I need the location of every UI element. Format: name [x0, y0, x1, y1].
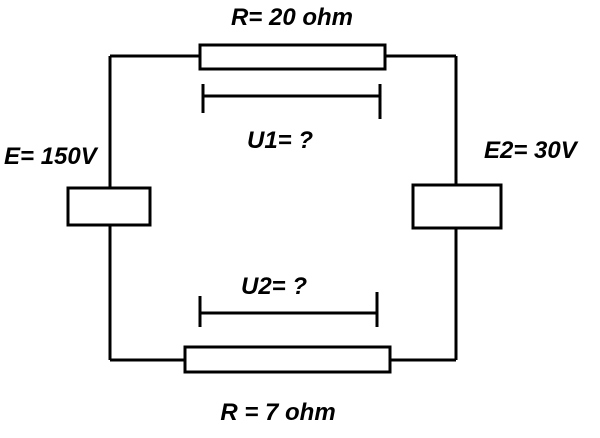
right-source-box	[411, 183, 503, 230]
left-source-box	[66, 186, 152, 227]
left-source-label: E= 150V	[4, 143, 99, 170]
u2-label: U2= ?	[241, 273, 307, 300]
u1-bracket	[201, 84, 382, 119]
right-source-label: E2= 30V	[484, 137, 579, 164]
bottom-resistor-label: R = 7 ohm	[220, 399, 335, 426]
top-resistor-label: R= 20 ohm	[231, 4, 353, 31]
u2-bracket	[198, 292, 379, 327]
u1-label: U1= ?	[247, 127, 313, 154]
components-group	[66, 43, 503, 374]
bottom-resistor-box	[183, 345, 392, 374]
top-resistor-box	[198, 43, 387, 71]
